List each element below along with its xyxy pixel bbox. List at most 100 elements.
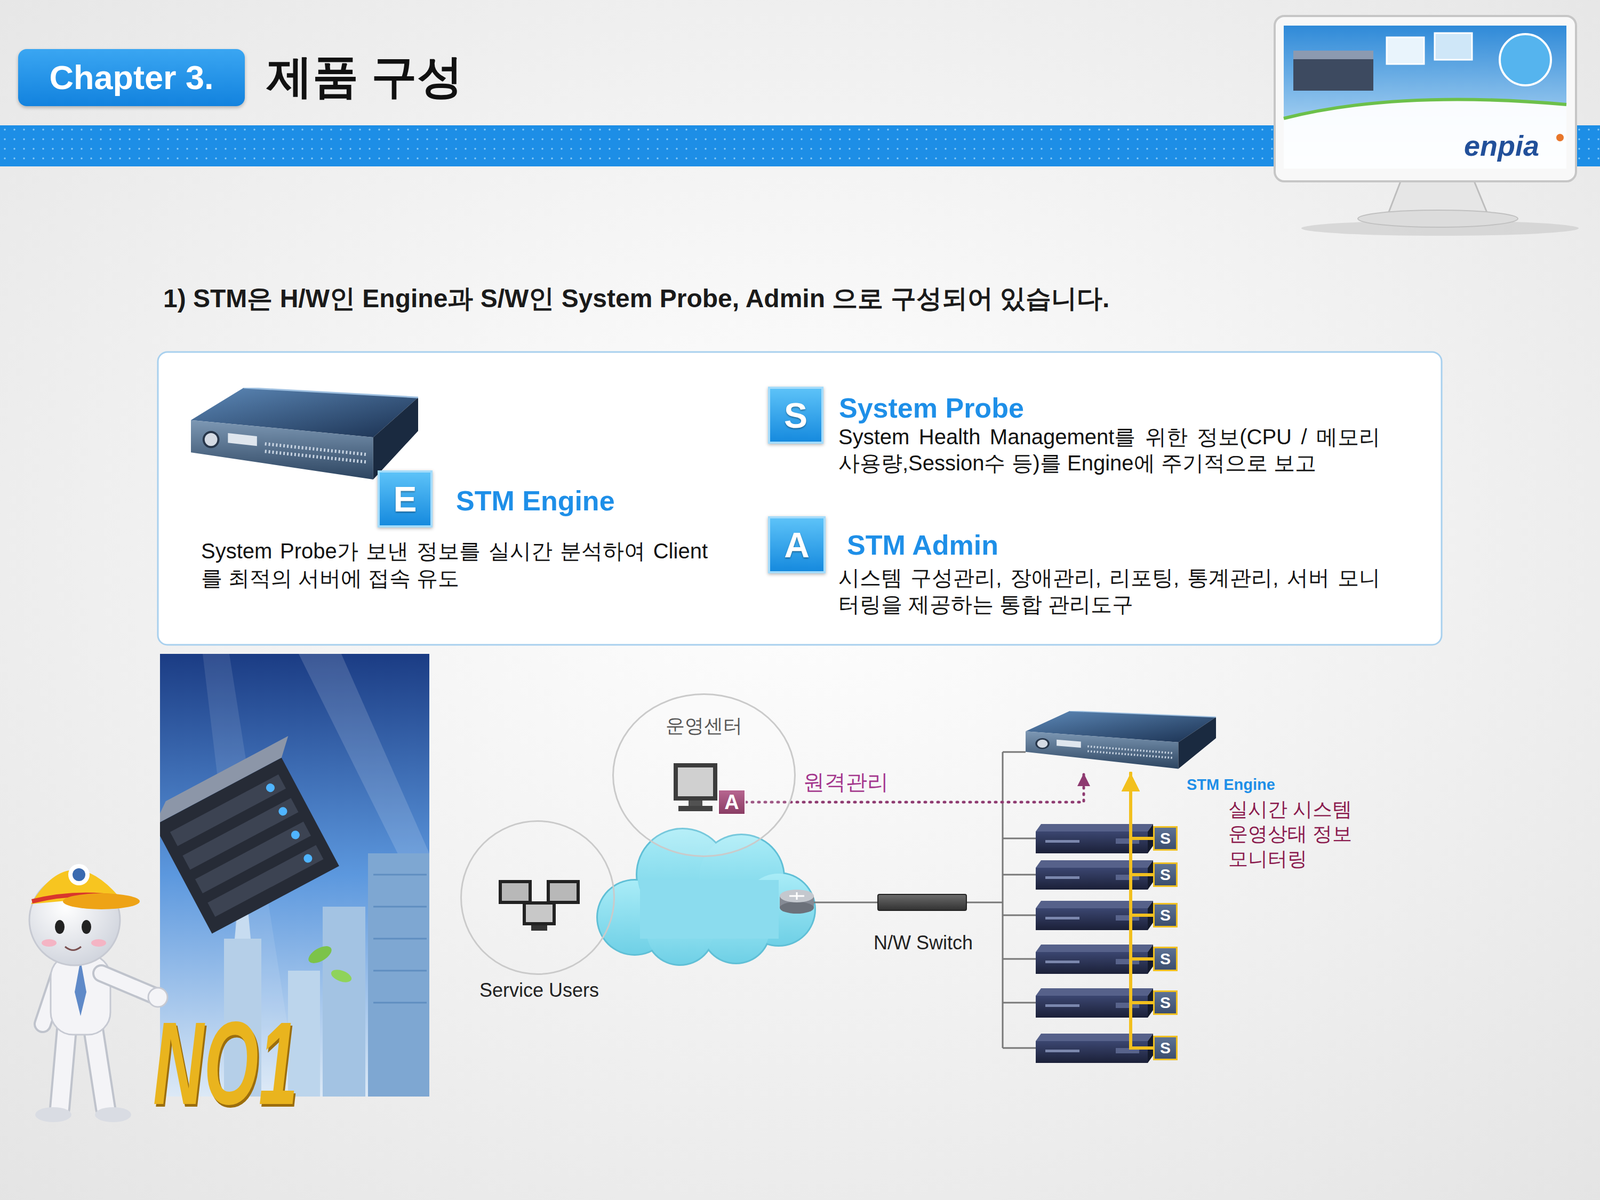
chapter-badge: Chapter 3.: [18, 49, 245, 107]
network-wiring: [813, 752, 1036, 1048]
network-wiring: [813, 901, 878, 904]
mascot: [68, 864, 90, 886]
probe-badge: S: [1153, 990, 1178, 1015]
mascot: [81, 920, 92, 934]
side-picture: [160, 736, 354, 934]
mascot: [101, 973, 156, 997]
network-wiring: [1002, 838, 1036, 1048]
mascot: [94, 1107, 132, 1123]
caption-text: System Health Management를 위한 정보(CPU / 메모…: [838, 424, 1381, 477]
component-panel: [157, 352, 1442, 645]
mascot: [54, 920, 65, 934]
award-mark: NO1: [153, 996, 298, 1132]
node-label: S: [1160, 994, 1171, 1011]
probe-badge: S: [1153, 826, 1178, 851]
mascot: [62, 893, 140, 910]
user-computers: [498, 880, 580, 931]
node-label: A: [784, 527, 810, 563]
operation-center: 운영센터 A: [612, 693, 796, 858]
logo-monitor: [1499, 34, 1551, 86]
mascot: [35, 1107, 72, 1123]
side-picture: [329, 967, 354, 985]
mascot: [59, 1029, 67, 1109]
side-picture: [160, 757, 340, 934]
caption-text: System Probe가 보낸 정보를 실시간 분석하여 Client 를 최…: [201, 537, 708, 592]
router: [789, 892, 805, 900]
mascot: [101, 973, 156, 997]
side-picture: [302, 852, 315, 865]
user-computers: [549, 883, 577, 901]
caption-text: 1) STM은 H/W인 Engine과 S/W인 System Probe, …: [163, 283, 1110, 314]
server-rack: [1035, 824, 1154, 1063]
side-picture: [305, 942, 335, 967]
connector: [1130, 773, 1154, 839]
node-label: S: [784, 397, 808, 434]
mascot: [41, 939, 57, 947]
component-badge: SSystem Probe: [768, 386, 824, 444]
internet-cloud: [640, 880, 779, 939]
node-label: E: [393, 481, 417, 517]
caption-text: 실시간 시스템 운영상태 정보 모니터링: [1228, 797, 1362, 872]
logo-monitor: [1283, 25, 1567, 169]
node-label: S: [1160, 830, 1171, 847]
network-switch: N/W Switch: [877, 893, 967, 911]
connector: [745, 773, 1084, 803]
logo-monitor: [1274, 16, 1579, 236]
side-picture: [264, 781, 277, 794]
user-computers: [546, 880, 580, 904]
logo-monitor: [1386, 37, 1424, 64]
user-computers: [501, 883, 529, 901]
user-computers: [498, 880, 532, 904]
side-picture: [207, 845, 324, 917]
node-label: S: [1160, 866, 1171, 883]
mascot: [65, 946, 82, 951]
side-picture: [289, 829, 302, 842]
router: [779, 889, 814, 903]
page-title: 제품 구성: [266, 52, 463, 101]
engine-node: STM Engine: [1025, 710, 1216, 773]
network-wiring: [966, 901, 1003, 904]
probe-badge: S: [1153, 862, 1178, 887]
user-computers: [522, 901, 556, 926]
node-heading: STM Admin: [846, 529, 999, 562]
node-label: S: [1160, 907, 1171, 924]
connector: [1130, 773, 1154, 959]
user-computers: [525, 904, 553, 923]
caption-text: 시스템 구성관리, 장애관리, 리포팅, 통계관리, 서버 모니터링을 제공하는…: [838, 564, 1381, 618]
network-wiring: [1002, 751, 1026, 754]
logo-monitor: [1357, 210, 1518, 228]
node-label: S: [1160, 950, 1171, 967]
node-label: 운영센터: [613, 714, 795, 738]
logo-monitor: [1293, 50, 1374, 91]
connector: [1130, 773, 1154, 1048]
brand-logo: enpia: [1464, 129, 1540, 163]
logo-monitor: [1274, 16, 1576, 182]
mascot: [93, 1029, 106, 1109]
mascot: [72, 868, 86, 882]
mascot: [91, 939, 107, 947]
node-label: N/W Switch: [843, 931, 1004, 955]
logo-monitor: [1293, 50, 1374, 60]
logo-monitor: [1283, 99, 1567, 169]
side-picture: [373, 874, 427, 1003]
node-heading: STM Engine: [456, 484, 615, 517]
edge-label: 원격관리: [803, 769, 889, 795]
mascot: [74, 960, 87, 1016]
node-label: Service Users: [432, 978, 646, 1003]
engine-server: [1025, 710, 1216, 770]
connector: [1130, 773, 1154, 1003]
user-computers: [531, 925, 548, 931]
logo-monitor: [1556, 133, 1564, 142]
side-picture: [368, 853, 430, 1097]
node-label: STM Engine: [1186, 774, 1276, 795]
logo-monitor: [1283, 99, 1567, 119]
engine-server: [1025, 710, 1216, 770]
mascot: [59, 1029, 67, 1109]
service-users: Service Users: [460, 820, 615, 975]
admin-badge: A: [717, 789, 746, 815]
mascot: [93, 1029, 106, 1109]
node-heading: System Probe: [838, 392, 1024, 424]
side-picture: [277, 805, 290, 818]
